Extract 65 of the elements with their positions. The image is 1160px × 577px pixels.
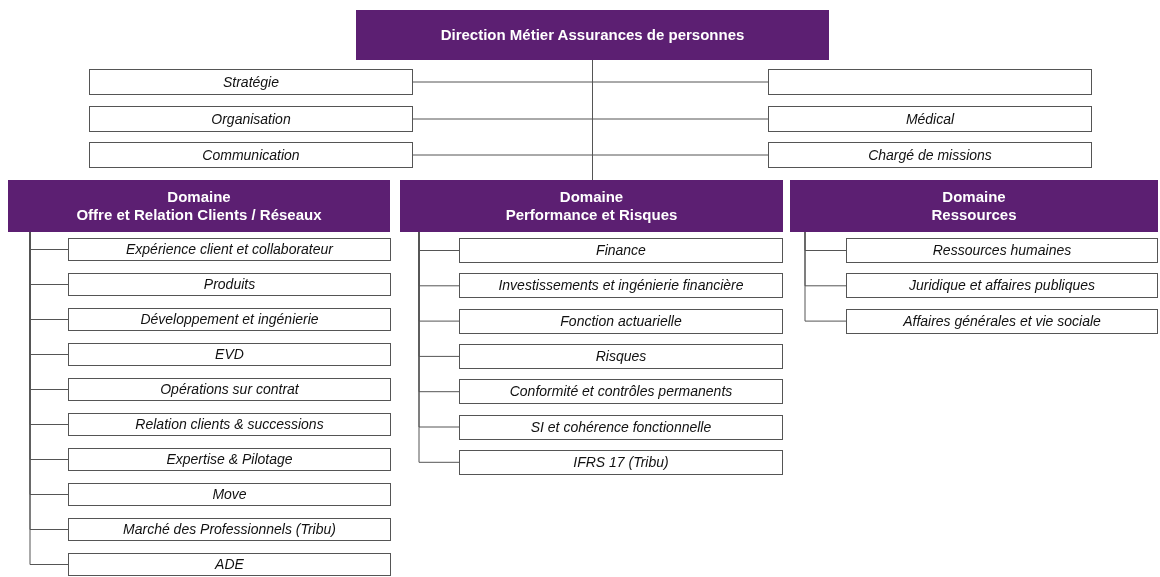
unit-box xyxy=(459,308,783,334)
unit-box xyxy=(68,343,391,366)
unit-label: Chargé de missions xyxy=(868,145,992,165)
unit-box xyxy=(68,553,391,576)
unit-box xyxy=(459,379,783,405)
unit-label: Stratégie xyxy=(222,72,279,92)
unit-label: Expertise & Pilotage xyxy=(166,450,293,469)
unit-label: Communication xyxy=(202,145,300,165)
unit-label: Opérations sur contrat xyxy=(160,380,299,399)
unit-label: Médical xyxy=(905,109,955,129)
unit-box xyxy=(68,413,391,436)
unit-box xyxy=(846,273,1158,299)
unit-label: Move xyxy=(212,485,247,504)
unit-box xyxy=(68,273,391,296)
unit-label: EVD xyxy=(215,345,244,364)
unit-box xyxy=(459,238,783,263)
connector-line xyxy=(592,59,593,181)
unit-box xyxy=(68,483,391,506)
unit-label: Investissements et ingénierie financière xyxy=(498,276,744,296)
unit-box xyxy=(768,69,1092,95)
unit-box xyxy=(89,69,413,95)
unit-label: SI et cohérence fonctionnelle xyxy=(530,417,712,437)
unit-label: Organisation xyxy=(211,109,291,129)
unit-box xyxy=(768,142,1092,168)
connector-line xyxy=(418,231,460,463)
department-box xyxy=(8,180,390,232)
department-title: Domaine xyxy=(942,188,1006,206)
unit-label: Marché des Professionnels (Tribu) xyxy=(123,520,336,539)
unit-label: Ressources humaines xyxy=(932,241,1072,260)
connector-line xyxy=(804,231,847,322)
department-title: Direction Métier Assurances de personnes xyxy=(440,26,745,44)
unit-label: Affaires générales et vie sociale xyxy=(903,311,1101,331)
unit-box xyxy=(68,378,391,401)
department-title: Ressources xyxy=(931,206,1017,224)
department-box xyxy=(790,180,1158,232)
unit-box xyxy=(459,414,783,440)
department-title: Offre et Relation Clients / Réseaux xyxy=(76,206,322,224)
unit-label: IFRS 17 (Tribu) xyxy=(573,452,669,472)
unit-label: ADE xyxy=(215,555,244,574)
unit-box xyxy=(768,106,1092,132)
unit-label: Finance xyxy=(596,241,646,260)
unit-box xyxy=(68,308,391,331)
unit-box xyxy=(68,518,391,541)
department-title: Performance et Risques xyxy=(505,206,678,224)
unit-label: Expérience client et collaborateur xyxy=(126,240,333,259)
unit-box xyxy=(459,273,783,299)
unit-box xyxy=(89,106,413,132)
unit-box xyxy=(68,238,391,261)
unit-box xyxy=(459,449,783,475)
unit-label: Juridique et affaires publiques xyxy=(909,276,1095,296)
unit-label: Développement et ingénierie xyxy=(140,310,319,329)
unit-box xyxy=(68,448,391,471)
department-title: Domaine xyxy=(167,188,231,206)
unit-label: Conformité et contrôles permanents xyxy=(509,382,733,402)
department-box xyxy=(356,10,829,60)
department-box xyxy=(400,180,783,232)
department-title: Domaine xyxy=(559,188,624,206)
unit-box xyxy=(846,238,1158,263)
unit-box xyxy=(89,142,413,168)
unit-label: Risques xyxy=(595,346,647,366)
unit-label: Fonction actuarielle xyxy=(560,311,682,331)
unit-box xyxy=(846,308,1158,334)
unit-box xyxy=(459,343,783,369)
unit-label: Produits xyxy=(203,275,256,294)
unit-label: Relation clients & successions xyxy=(135,415,324,434)
